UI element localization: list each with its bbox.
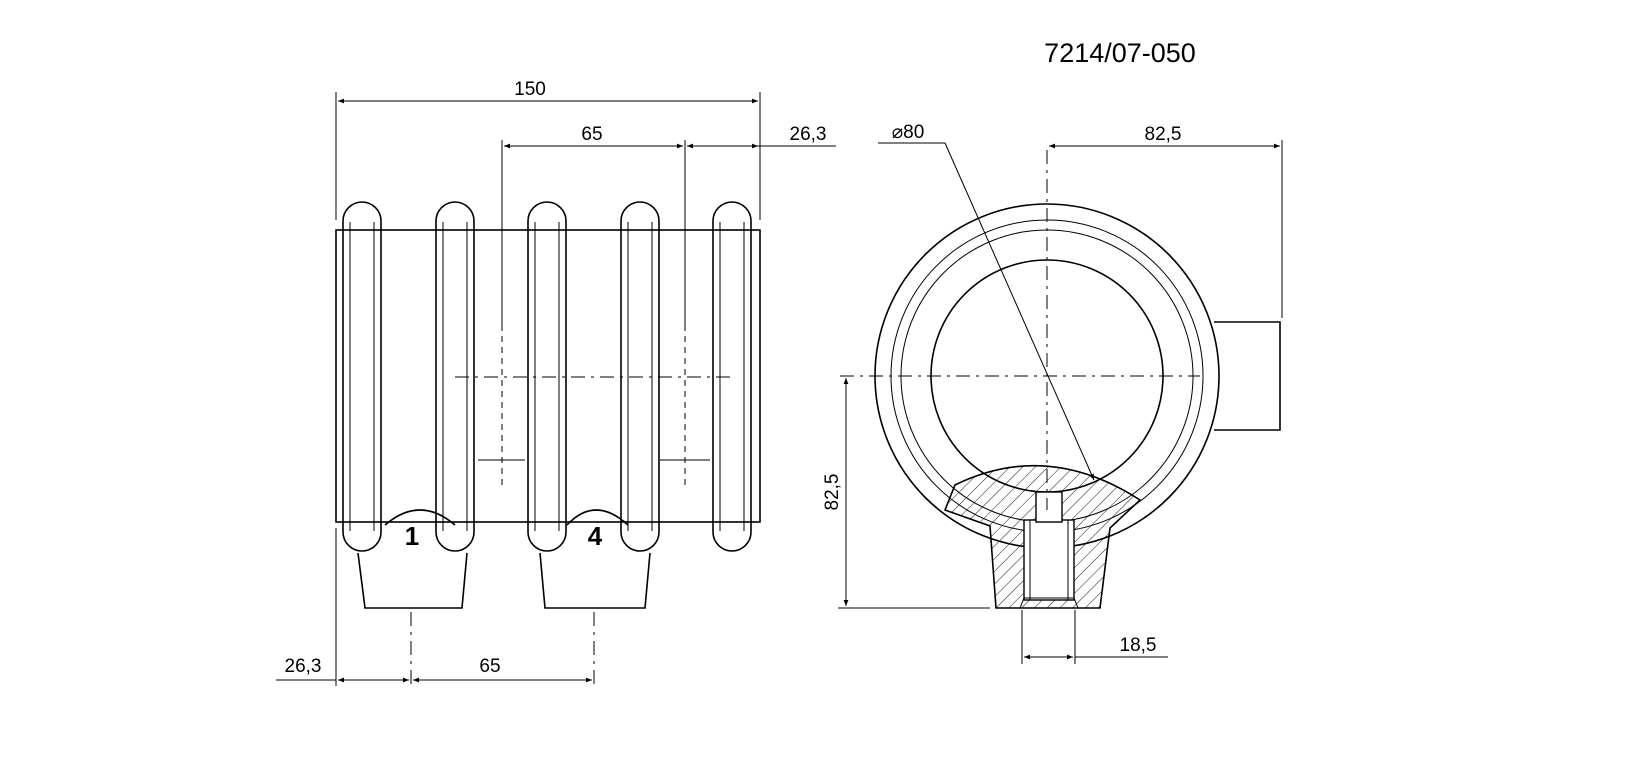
thread-bore xyxy=(1023,519,1075,601)
dim-spacing-top: 65 xyxy=(581,124,602,145)
boss-1 xyxy=(357,552,468,609)
dim-thread-width: 18,5 xyxy=(1120,635,1157,656)
dim-diameter: ⌀80 xyxy=(892,122,925,143)
side-view: 1 4 150 65 26,3 26,3 65 xyxy=(276,79,836,688)
boss-1-arc xyxy=(384,509,456,526)
dim-horizontal-offset: 82,5 xyxy=(1145,124,1182,145)
diameter-line xyxy=(944,142,1095,481)
dim-vertical-offset: 82,5 xyxy=(822,474,843,511)
thread-counterbore xyxy=(1035,491,1063,523)
dim-spacing-bottom: 65 xyxy=(479,656,500,677)
dim-overall-length: 150 xyxy=(514,79,546,100)
end-view: ⌀80 82,5 82,5 18,5 xyxy=(822,122,1283,664)
side-lug xyxy=(1214,321,1281,431)
side-ring-1 xyxy=(342,201,382,552)
boss-2-arc xyxy=(566,509,629,526)
boss-2 xyxy=(539,552,651,609)
dim-offset-top: 26,3 xyxy=(790,124,827,145)
ring-marker-1: 1 xyxy=(405,521,419,551)
part-number: 7214/07-050 xyxy=(1044,38,1196,68)
dim-offset-bottom: 26,3 xyxy=(285,656,322,677)
side-body xyxy=(335,229,761,523)
ring-marker-2: 4 xyxy=(588,521,603,551)
